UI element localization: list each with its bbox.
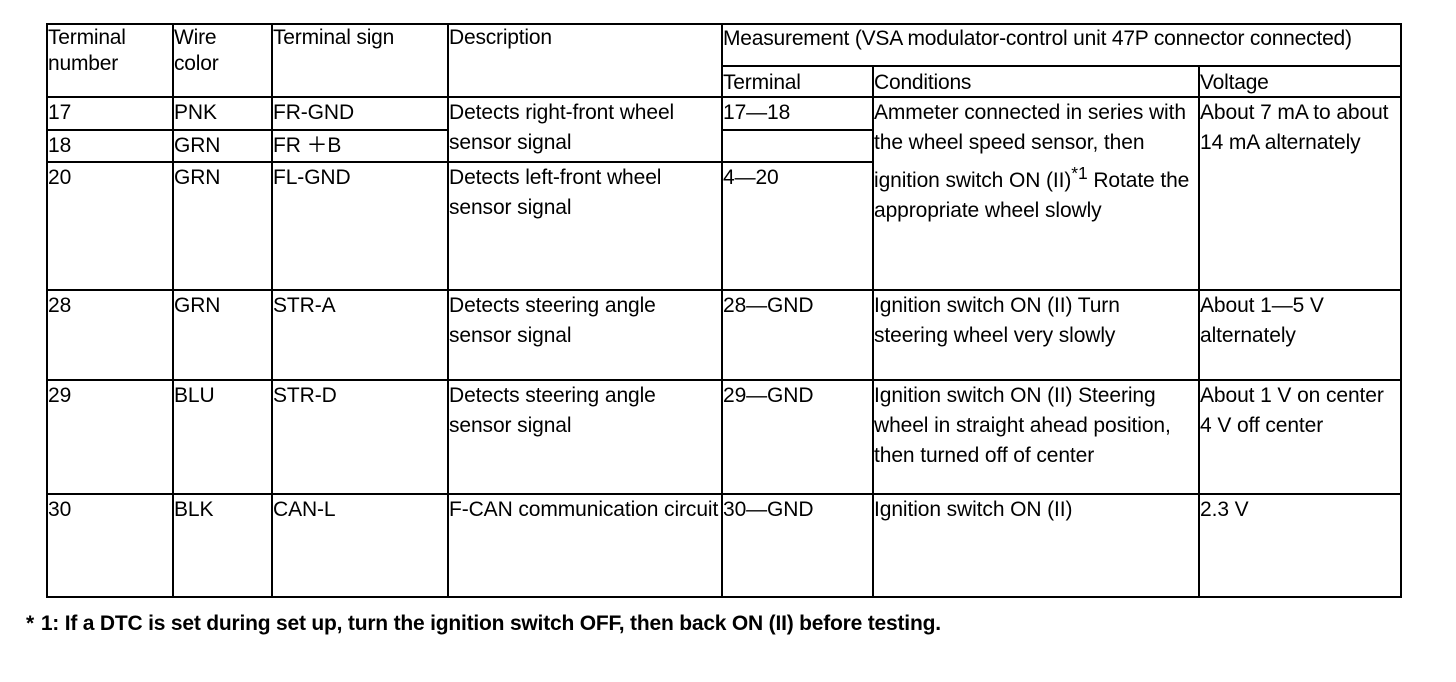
footnote-text: If a DTC is set during set up, turn the … xyxy=(64,612,941,635)
cell-conditions: Ignition switch ON (II) Steering wheel i… xyxy=(872,379,1200,495)
footnote-number: 1: xyxy=(40,612,60,635)
cell-terminal-number: 29 xyxy=(46,379,174,495)
cell-wire-color: BLU xyxy=(172,379,273,495)
header-measurement-terminal: Terminal xyxy=(721,65,874,98)
table-row: 30 BLK CAN-L F-CAN communication circuit… xyxy=(46,493,1403,598)
footnote-marker: *1 xyxy=(1071,163,1088,183)
table-footnote: * 1: If a DTC is set during set up, turn… xyxy=(26,610,1426,638)
cell-conditions: Ignition switch ON (II) xyxy=(872,493,1200,598)
conditions-text-tail: Rotate the appropriate wheel slowly xyxy=(874,169,1190,222)
cell-wire-color: GRN xyxy=(172,129,273,163)
cell-measurement-terminal: 17—18 xyxy=(721,96,874,131)
cell-voltage: 2.3 V xyxy=(1197,493,1403,598)
cell-terminal-number: 17 xyxy=(46,96,174,131)
cell-measurement-terminal xyxy=(721,129,874,163)
footnote-star: * xyxy=(26,612,36,635)
cell-terminal-sign: FL-GND xyxy=(271,161,449,291)
header-measurement: Measurement (VSA modulator-control unit … xyxy=(720,23,1403,67)
cell-wire-color: GRN xyxy=(172,161,273,291)
header-terminal-number-line1: Terminal xyxy=(48,26,126,49)
cell-voltage-wheel-speed: About 7 mA to about 14 mA alternately xyxy=(1197,96,1403,291)
header-wire-color-line1: Wire xyxy=(174,26,217,49)
header-terminal-number: Terminal number xyxy=(46,23,174,98)
header-terminal-number-line2: number xyxy=(48,52,119,75)
cell-terminal-number: 18 xyxy=(46,129,174,163)
cell-conditions-wheel-speed: Ammeter connected in series with the whe… xyxy=(872,96,1200,291)
cell-terminal-sign: STR-A xyxy=(271,289,449,381)
terminal-measurement-table: Terminal number Wire color Terminal sign… xyxy=(46,23,1403,598)
header-wire-color: Wire color xyxy=(172,23,273,98)
cell-measurement-terminal: 29—GND xyxy=(721,379,874,495)
header-description: Description xyxy=(447,23,723,98)
table-row: 17 PNK FR-GND Detects right-front wheel … xyxy=(46,96,1403,291)
table-row: 18 GRN FR ＋B xyxy=(46,129,1401,163)
cell-voltage: About 1 V on center 4 V off center xyxy=(1197,379,1403,495)
cell-measurement-terminal: 28—GND xyxy=(721,289,874,381)
cell-wire-color: PNK xyxy=(172,96,273,131)
cell-wire-color: BLK xyxy=(172,493,273,598)
header-description-label: Description xyxy=(449,26,552,49)
conditions-text: Ammeter connected in series with the whe… xyxy=(874,101,1186,192)
cell-terminal-number: 28 xyxy=(46,289,174,381)
cell-wire-color: GRN xyxy=(172,289,273,381)
header-measurement-voltage: Voltage xyxy=(1197,65,1403,98)
cell-description: Detects right-front wheel sensor signal xyxy=(447,96,723,163)
cell-measurement-terminal: 30—GND xyxy=(721,493,874,598)
table-row: 29 BLU STR-D Detects steering angle sens… xyxy=(46,379,1403,495)
cell-description: F-CAN communication circuit xyxy=(447,493,723,598)
table-row: 20 GRN FL-GND Detects left-front wheel s… xyxy=(46,161,1401,291)
table-header-row-1: Terminal number Wire color Terminal sign… xyxy=(46,23,1403,98)
cell-terminal-sign: FR ＋B xyxy=(271,129,449,163)
cell-description: Detects steering angle sensor signal xyxy=(447,289,723,381)
cell-terminal-sign: CAN-L xyxy=(271,493,449,598)
cell-terminal-sign: FR-GND xyxy=(271,96,449,131)
cell-terminal-number: 30 xyxy=(46,493,174,598)
cell-terminal-sign: STR-D xyxy=(271,379,449,495)
header-measurement-conditions: Conditions xyxy=(872,65,1200,98)
table-row: 28 GRN STR-A Detects steering angle sens… xyxy=(46,289,1403,381)
cell-terminal-number: 20 xyxy=(46,161,174,291)
cell-conditions: Ignition switch ON (II) Turn steering wh… xyxy=(872,289,1200,381)
table-header-row-2: Terminal Conditions Voltage xyxy=(47,65,1403,98)
cell-measurement-terminal: 4—20 xyxy=(721,161,874,291)
cell-description: Detects steering angle sensor signal xyxy=(447,379,723,495)
cell-voltage: About 1—5 V alternately xyxy=(1197,289,1403,381)
header-wire-color-line2: color xyxy=(174,52,219,75)
header-terminal-sign-label: Terminal sign xyxy=(273,26,395,49)
cell-description: Detects left-front wheel sensor signal xyxy=(447,161,723,291)
header-terminal-sign: Terminal sign xyxy=(271,23,449,98)
